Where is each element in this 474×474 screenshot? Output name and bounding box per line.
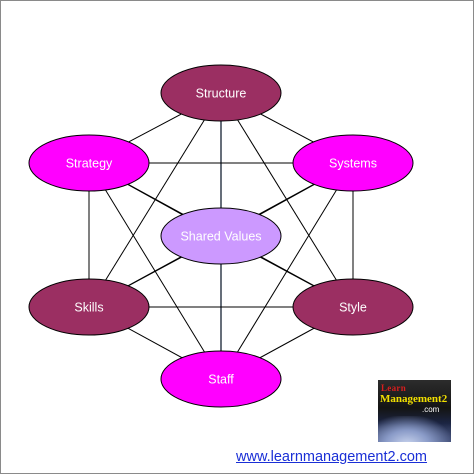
logo-text-learn: Learn [381, 383, 406, 393]
node-shared-values-label: Shared Values [180, 230, 261, 244]
node-staff-ellipse [160, 350, 282, 408]
node-systems-label: Systems [329, 157, 377, 171]
logo-text-com: .com [422, 405, 440, 414]
node-strategy-ellipse [28, 134, 150, 192]
node-strategy-label: Strategy [66, 157, 113, 171]
node-structure-label: Structure [196, 87, 247, 101]
node-skills-ellipse [28, 278, 150, 336]
logo-text-management2: Management2 [380, 393, 448, 405]
node-strategy: Strategy [28, 134, 150, 192]
node-style-label: Style [339, 301, 367, 315]
learnmanagement2-logo: Learn Management2 .com [378, 380, 451, 442]
node-style-ellipse [292, 278, 414, 336]
node-systems-ellipse [292, 134, 414, 192]
logo-earth-image [378, 416, 451, 442]
node-skills: Skills [28, 278, 150, 336]
node-staff-label: Staff [208, 373, 234, 387]
node-structure-ellipse [160, 64, 282, 122]
node-staff: Staff [160, 350, 282, 408]
node-systems: Systems [292, 134, 414, 192]
node-structure: Structure [160, 64, 282, 122]
website-link[interactable]: www.learnmanagement2.com [236, 449, 428, 465]
node-shared-values: Shared Values [160, 207, 282, 265]
node-skills-label: Skills [74, 301, 103, 315]
node-style: Style [292, 278, 414, 336]
node-shared-values-ellipse [160, 207, 282, 265]
